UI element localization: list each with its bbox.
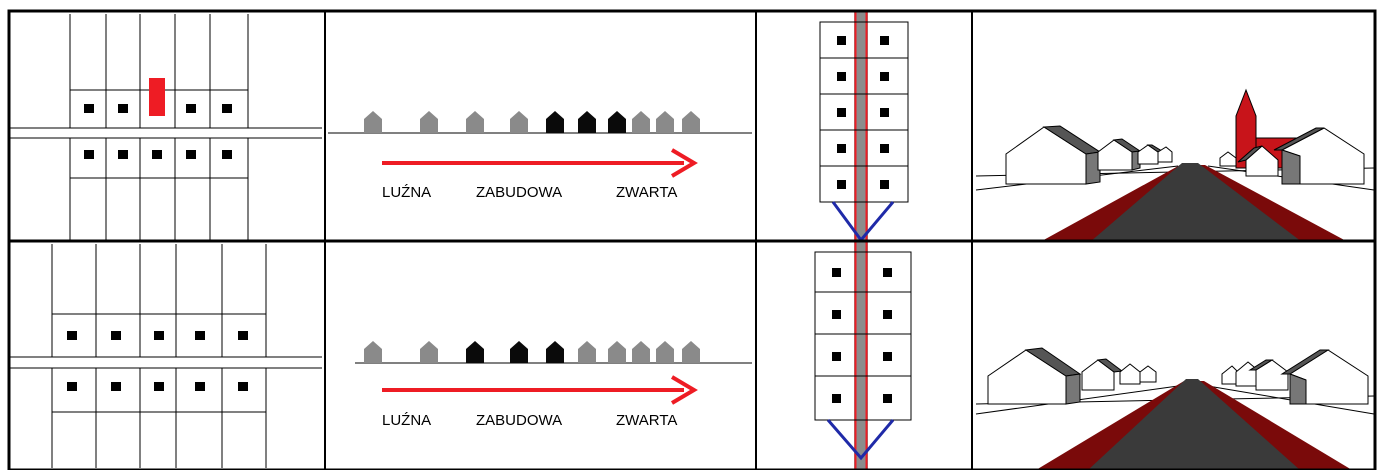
house-row-bottom (364, 341, 700, 363)
house-grey (364, 111, 382, 133)
house-row-top (364, 111, 700, 133)
street-perspective-top (975, 88, 1375, 242)
house-grey (656, 341, 674, 363)
house-grey (682, 111, 700, 133)
plot-column-bottom (814, 251, 912, 421)
label-development: ZABUDOWA (476, 184, 562, 201)
dominant-building-marker (149, 78, 165, 116)
plot-plan-top (10, 14, 322, 240)
house-dark (466, 341, 484, 363)
house-dark (546, 341, 564, 363)
density-profile-top: LUŹNA ZABUDOWA ZWARTA (328, 111, 752, 201)
house-grey (656, 111, 674, 133)
house-grey (682, 341, 700, 363)
density-profile-bottom: LUŹNA ZABUDOWA ZWARTA (355, 341, 752, 429)
house-grey (510, 111, 528, 133)
building-markers-strip-bottom (832, 268, 892, 403)
house-dark (510, 341, 528, 363)
house-grey (632, 341, 650, 363)
label-loose: LUŹNA (382, 412, 431, 429)
street-perspective-bottom (975, 347, 1375, 470)
panel-grid (7, 9, 1377, 470)
plot-plan-bottom (10, 244, 322, 468)
building-markers-top (84, 104, 232, 159)
house-grey (420, 111, 438, 133)
house-grey (364, 341, 382, 363)
house-dark (546, 111, 564, 133)
building-markers-bottom (67, 331, 248, 391)
label-loose: LUŹNA (382, 184, 431, 201)
label-compact: ZWARTA (616, 184, 677, 201)
house-dark (608, 111, 626, 133)
house-grey (578, 341, 596, 363)
house-grey (420, 341, 438, 363)
house-grey (608, 341, 626, 363)
plot-column-top (819, 21, 909, 203)
building-markers-strip-top (837, 36, 889, 189)
house-grey (466, 111, 484, 133)
house-dark (578, 111, 596, 133)
label-development: ZABUDOWA (476, 412, 562, 429)
label-compact: ZWARTA (616, 412, 677, 429)
density-arrow-top (382, 148, 698, 178)
house-grey (632, 111, 650, 133)
view-cone-bottom (826, 419, 895, 461)
density-arrow-bottom (382, 375, 698, 405)
